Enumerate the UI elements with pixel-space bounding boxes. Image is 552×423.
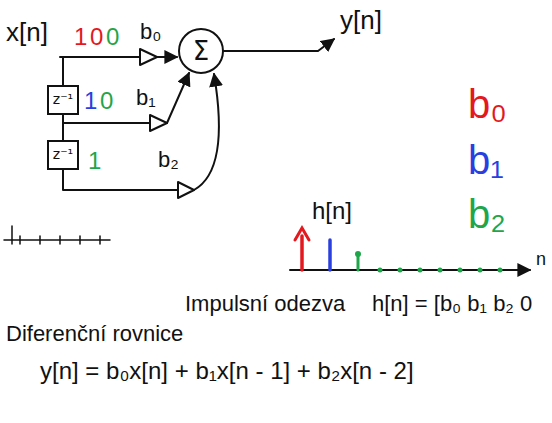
stem-head (295, 228, 309, 240)
equation: h[n] = [b₀ b₁ b₂ 0 (372, 292, 532, 316)
delay-box: z⁻¹ (47, 85, 79, 115)
wire (194, 74, 219, 190)
coefficient: b₁ (468, 138, 504, 182)
sample-value: 0 (90, 24, 103, 50)
sum-circle: Σ (178, 28, 224, 74)
note: Diferenční rovnice (6, 322, 183, 346)
gain-triangle (178, 182, 194, 198)
coefficient: b₀ (468, 82, 507, 126)
gain-triangle (140, 49, 157, 65)
wire (62, 57, 64, 85)
plot-title: h[n] (312, 198, 352, 224)
gain-label: b₀ (140, 20, 161, 44)
wire (63, 122, 150, 124)
node-text: z⁻¹ (53, 92, 73, 107)
delay-box: z⁻¹ (47, 140, 79, 170)
node-text: z⁻¹ (53, 147, 73, 162)
stem-red (300, 236, 304, 270)
sample-value: 1 (88, 148, 101, 174)
gain-triangle (150, 115, 167, 131)
input-wire (60, 56, 140, 58)
signal-wire (62, 115, 64, 140)
wire (157, 56, 177, 58)
stem-blue (328, 240, 332, 270)
signal-name: y[n] (340, 6, 382, 35)
coefficient: b₂ (468, 192, 506, 236)
sample-value: 0 (100, 88, 113, 114)
sample-value: 1 (84, 88, 97, 114)
note: Impulsní odezva (185, 292, 345, 316)
scribble-axis (4, 226, 110, 244)
zero-samples (378, 268, 503, 273)
gain-label: b₁ (136, 86, 156, 110)
sample-value: 1 (74, 24, 87, 50)
plot-axis (290, 269, 530, 271)
wire (63, 170, 178, 190)
signal-name: x[n] (6, 18, 48, 47)
sample-value: 0 (106, 24, 119, 50)
node-text: Σ (193, 37, 209, 66)
axis-label: n (536, 250, 546, 270)
stem-dot (355, 251, 361, 257)
gain-label: b₂ (158, 148, 179, 172)
wire (167, 73, 189, 123)
equation: y[n] = b₀x[n] + b₁x[n - 1] + b₂x[n - 2] (40, 358, 414, 384)
output-wire (224, 39, 334, 51)
